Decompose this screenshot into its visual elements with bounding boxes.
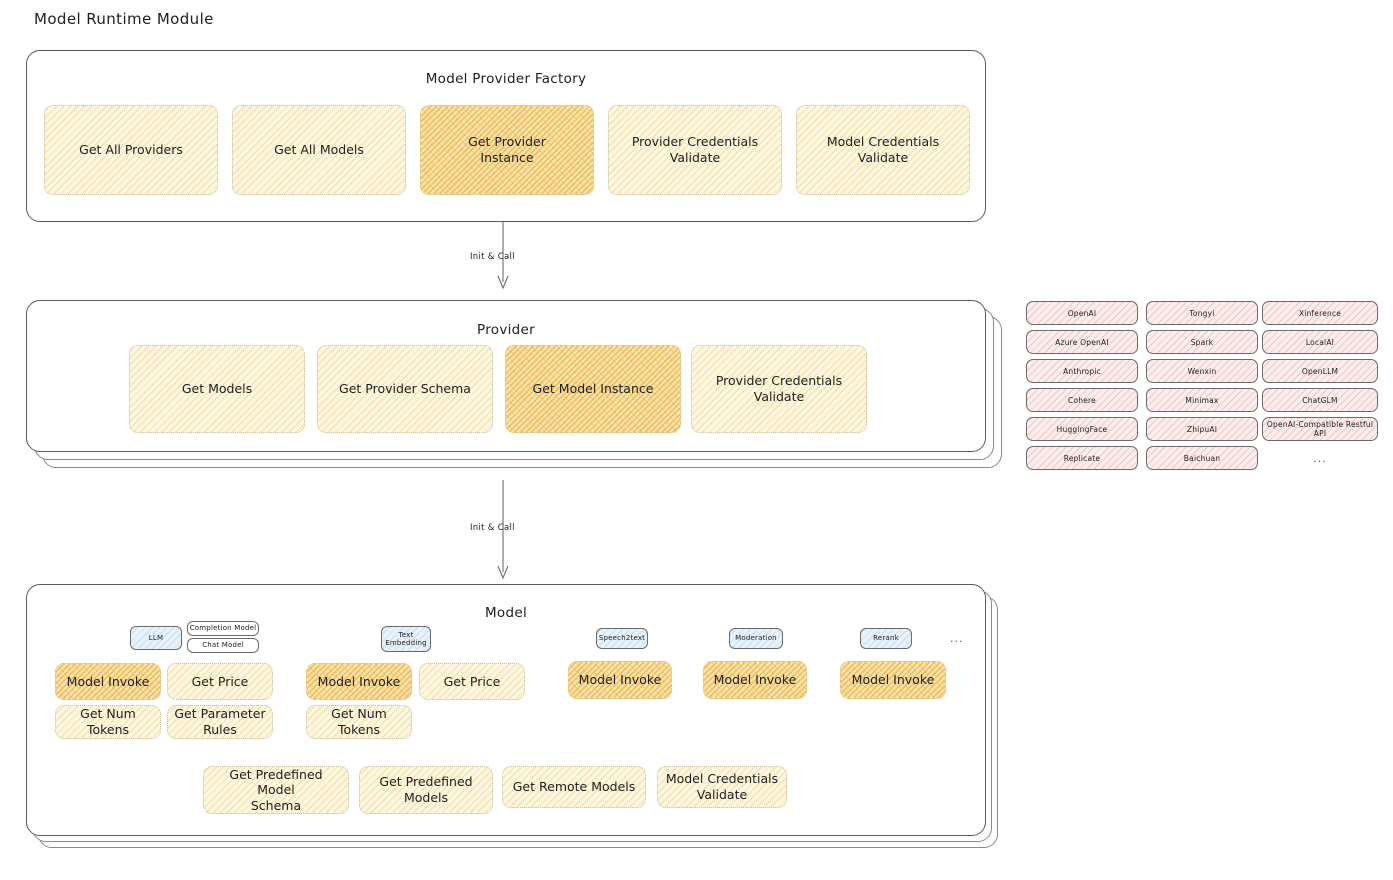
model-method-moderation-model-invoke[interactable]: Model Invoke — [703, 661, 807, 699]
factory-method-get-all-models[interactable]: Get All Models — [232, 105, 406, 195]
provider-chip-chatglm[interactable]: ChatGLM — [1262, 388, 1378, 412]
model-type-badge-llm[interactable]: LLM — [130, 626, 182, 650]
provider-list-more-ellipsis: ... — [1313, 451, 1327, 465]
provider-chip-azure-openai[interactable]: Azure OpenAI — [1026, 330, 1138, 354]
provider-title: Provider — [477, 322, 535, 338]
provider-chip-wenxin[interactable]: Wenxin — [1146, 359, 1258, 383]
model-sub-badge-completion-model[interactable]: Completion Model — [187, 621, 259, 636]
provider-method-get-provider-schema[interactable]: Get Provider Schema — [317, 345, 493, 433]
factory-method-get-all-providers[interactable]: Get All Providers — [44, 105, 218, 195]
model-sub-badge-chat-model[interactable]: Chat Model — [187, 638, 259, 653]
provider-chip-anthropic[interactable]: Anthropic — [1026, 359, 1138, 383]
model-method-text-embedding-model-invoke[interactable]: Model Invoke — [306, 663, 412, 700]
model-method-text-embedding-get-num-tokens[interactable]: Get Num Tokens — [306, 705, 412, 739]
provider-chip-openai-compatible-restful-api[interactable]: OpenAI-Compatible Restful API — [1262, 417, 1378, 441]
page-title: Model Runtime Module — [34, 10, 214, 28]
connector-factory-to-provider — [497, 222, 509, 290]
connector-factory-to-provider-label: Init & Call — [470, 252, 515, 262]
model-type-badge-rerank[interactable]: Rerank — [860, 628, 912, 649]
provider-chip-xinference[interactable]: Xinference — [1262, 301, 1378, 325]
provider-chip-minimax[interactable]: Minimax — [1146, 388, 1258, 412]
model-type-badge-speech2text[interactable]: Speech2text — [596, 628, 648, 649]
provider-chip-zhipuai[interactable]: ZhipuAI — [1146, 417, 1258, 441]
provider-chip-tongyi[interactable]: Tongyi — [1146, 301, 1258, 325]
provider-chip-huggingface[interactable]: HuggingFace — [1026, 417, 1138, 441]
provider-chip-localai[interactable]: LocalAI — [1262, 330, 1378, 354]
model-method-llm-model-invoke[interactable]: Model Invoke — [55, 663, 161, 700]
connector-provider-to-model-label: Init & Call — [470, 523, 515, 533]
provider-chip-openllm[interactable]: OpenLLM — [1262, 359, 1378, 383]
model-title: Model — [484, 605, 528, 621]
provider-method-get-models[interactable]: Get Models — [129, 345, 305, 433]
model-method-text-embedding-get-price[interactable]: Get Price — [419, 663, 525, 700]
provider-chip-spark[interactable]: Spark — [1146, 330, 1258, 354]
model-provider-factory-title: Model Provider Factory — [425, 71, 587, 87]
provider-chip-baichuan[interactable]: Baichuan — [1146, 446, 1258, 470]
model-more-ellipsis: ... — [950, 632, 964, 645]
connector-provider-to-model — [497, 480, 509, 580]
model-type-badge-moderation[interactable]: Moderation — [729, 628, 783, 649]
model-method-speech2text-model-invoke[interactable]: Model Invoke — [568, 661, 672, 699]
provider-chip-openai[interactable]: OpenAI — [1026, 301, 1138, 325]
model-method-rerank-model-invoke[interactable]: Model Invoke — [840, 661, 946, 699]
provider-chip-replicate[interactable]: Replicate — [1026, 446, 1138, 470]
provider-method-get-model-instance[interactable]: Get Model Instance — [505, 345, 681, 433]
model-common-method-get-remote-models[interactable]: Get Remote Models — [502, 766, 646, 808]
model-method-llm-get-num-tokens[interactable]: Get Num Tokens — [55, 705, 161, 739]
provider-chip-cohere[interactable]: Cohere — [1026, 388, 1138, 412]
model-method-llm-get-price[interactable]: Get Price — [167, 663, 273, 700]
